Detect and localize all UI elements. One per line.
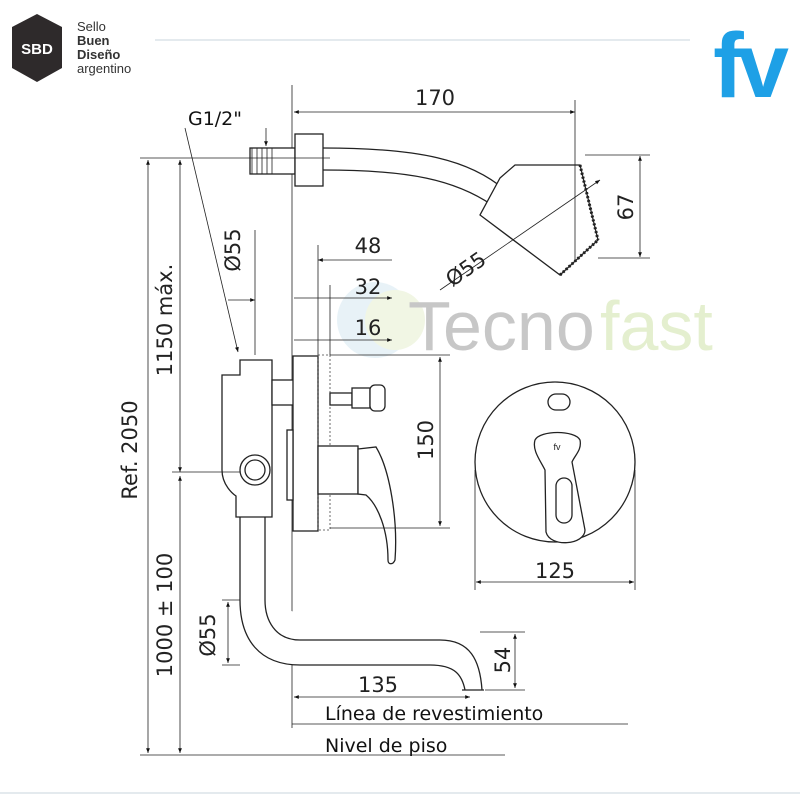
- dim-170: 170: [415, 86, 455, 110]
- watermark-fast: fast: [600, 287, 713, 365]
- sbd-line3: Diseño: [77, 47, 120, 62]
- valve-front-plate: fv: [474, 381, 636, 544]
- dim-arm-diameter: Ø55: [221, 228, 245, 271]
- sbd-logo: SBD Sello Buen Diseño argentino: [12, 14, 131, 82]
- dim-32: 32: [355, 275, 382, 299]
- sbd-hexagon: [12, 14, 62, 82]
- dim-1000: 1000 ± 100: [153, 553, 177, 677]
- handle-fv-mark: fv: [553, 442, 561, 452]
- sbd-line4: argentino: [77, 61, 131, 76]
- dim-48: 48: [355, 234, 382, 258]
- sbd-line2: Buen: [77, 33, 110, 48]
- dim-54: 54: [491, 647, 515, 674]
- dim-67: 67: [614, 194, 638, 221]
- bath-spout: [239, 599, 484, 691]
- sbd-badge-text: SBD: [21, 41, 53, 58]
- dim-150: 150: [414, 420, 438, 460]
- fv-logo: fv: [713, 15, 789, 117]
- floor-level-label: Nivel de piso: [325, 735, 447, 757]
- dim-16: 16: [355, 316, 382, 340]
- sbd-line1: Sello: [77, 19, 106, 34]
- tecnofast-watermark: Tecno fast: [337, 282, 713, 365]
- dim-ref-2050: Ref. 2050: [118, 400, 142, 499]
- dim-thread: G1/2": [188, 108, 242, 130]
- dim-spout-diameter: Ø55: [196, 613, 220, 656]
- dim-135: 135: [358, 673, 398, 697]
- wall-line-label: Línea de revestimiento: [325, 703, 543, 725]
- shower-arm: [249, 133, 600, 277]
- dim-125: 125: [535, 559, 575, 583]
- dim-head-diameter: Ø55: [441, 247, 490, 291]
- dim-1150: 1150 máx.: [153, 264, 177, 377]
- watermark-tecno: Tecno: [408, 287, 595, 365]
- valve-body: [221, 354, 397, 600]
